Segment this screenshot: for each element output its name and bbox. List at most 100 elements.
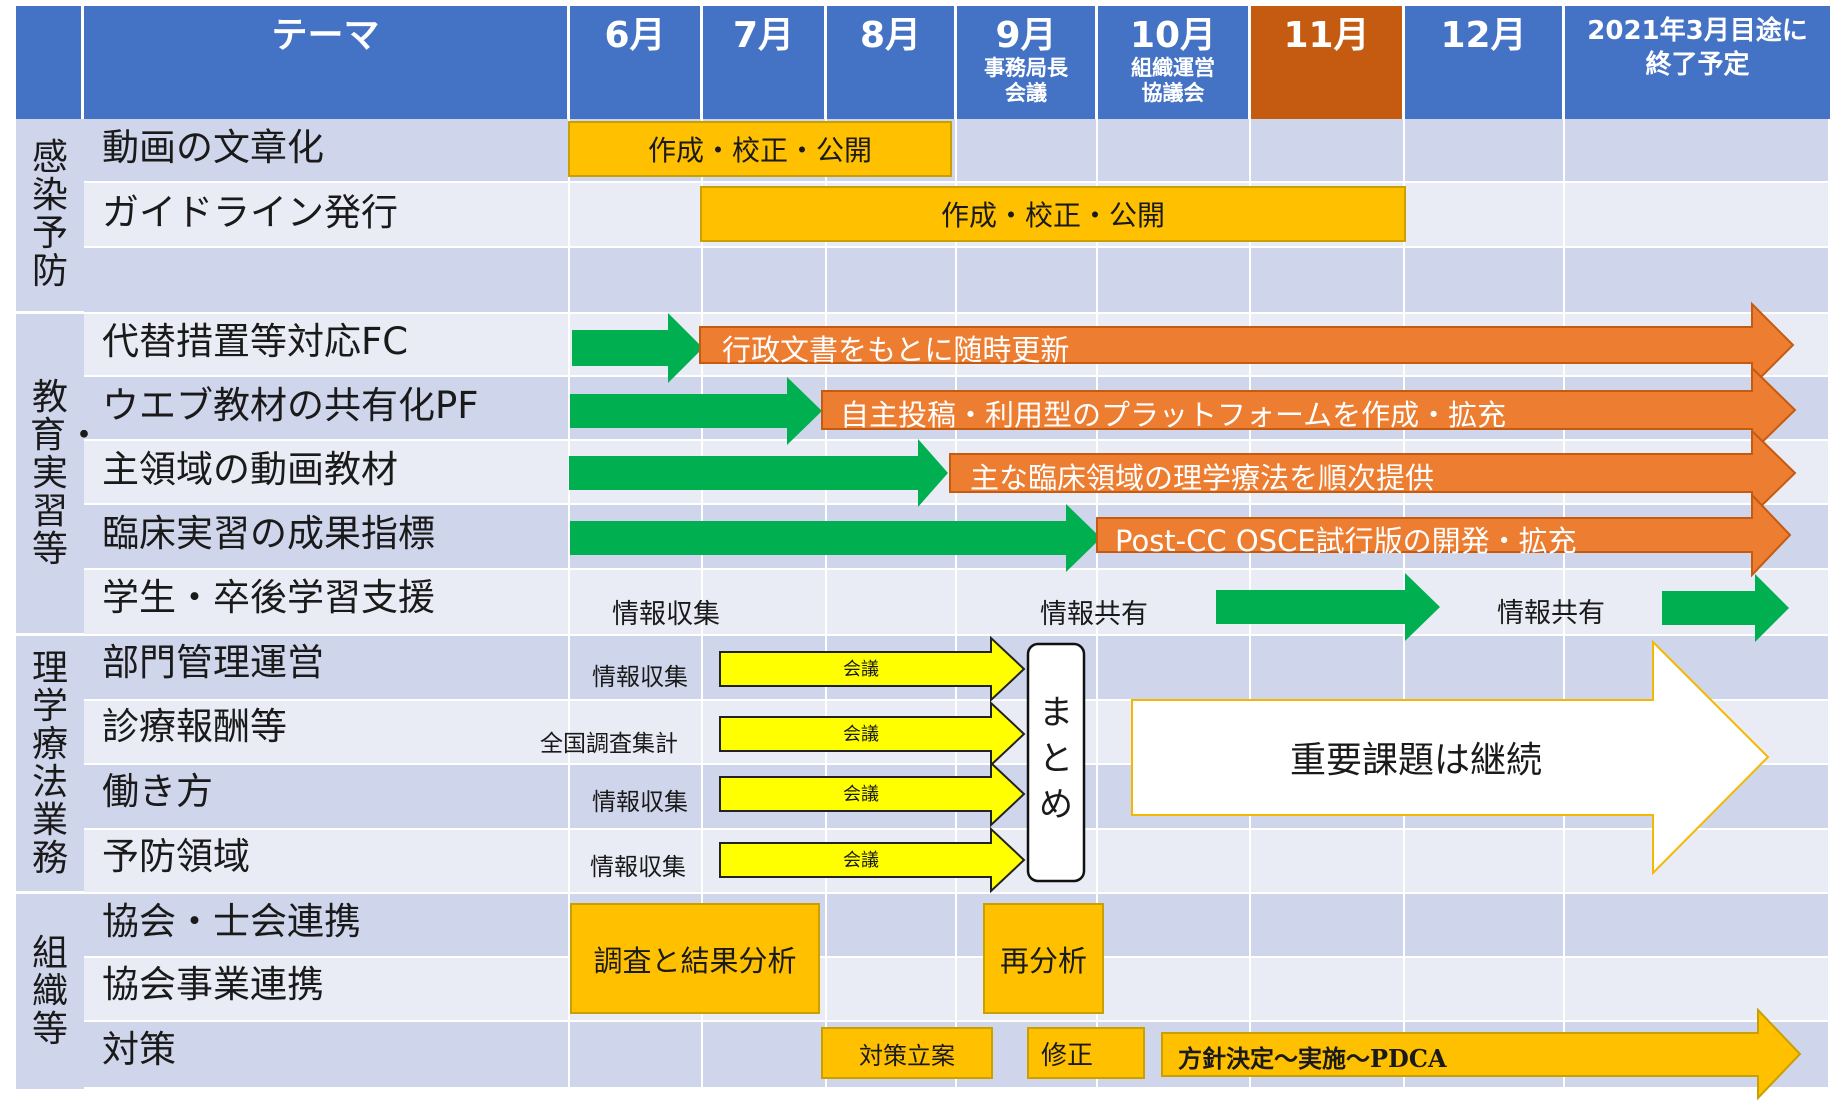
month-label: 12月 bbox=[1440, 15, 1527, 56]
bar-chosa: 調査と結果分析 bbox=[570, 903, 820, 1014]
grid-cell bbox=[1565, 830, 1830, 894]
grid-cell bbox=[1405, 830, 1565, 894]
orange-arrow-gyosei bbox=[699, 301, 1795, 389]
month-sub-label: 組織運営 協議会 bbox=[1131, 56, 1215, 105]
big-white-arrow bbox=[1131, 639, 1770, 876]
grid-cell bbox=[1251, 248, 1405, 314]
theme-label: 臨床実習の成果指標 bbox=[102, 512, 435, 555]
grid-cell bbox=[84, 314, 570, 377]
header-month-dec: 12月 bbox=[1405, 6, 1565, 119]
label-postcc: Post-CC OSCE試行版の開発・拡充 bbox=[1115, 524, 1577, 558]
category-label: 組織等 bbox=[31, 932, 68, 1050]
theme-label: 主領域の動画教材 bbox=[102, 448, 398, 491]
grid-cell bbox=[84, 1022, 570, 1089]
green-arrow-rinsho bbox=[570, 504, 1101, 572]
grid-cell bbox=[84, 894, 570, 958]
note-gakusei-share-2: 情報共有 bbox=[1497, 598, 1605, 629]
label-pdca: 方針決定～実施～PDCA bbox=[1178, 1044, 1447, 1073]
grid-cell bbox=[84, 830, 570, 894]
grid-cell bbox=[570, 830, 703, 894]
theme-label: 動画の文章化 bbox=[102, 126, 324, 169]
bar-douga: 作成・校正・公開 bbox=[568, 121, 952, 177]
category-label: 感染予防 bbox=[31, 137, 68, 292]
grid-cell bbox=[1098, 119, 1251, 183]
theme-label: 働き方 bbox=[102, 770, 213, 813]
grid-cell bbox=[827, 248, 957, 314]
grid-cell bbox=[570, 636, 703, 701]
header-theme-label: テーマ bbox=[271, 15, 380, 56]
grid-cell bbox=[570, 701, 703, 765]
grid-cell bbox=[84, 636, 570, 701]
grid-cell bbox=[570, 1022, 703, 1089]
theme-label: 協会・士会連携 bbox=[102, 900, 361, 943]
category-label: 教育・実習等 bbox=[30, 376, 103, 570]
bar-label: 修正 bbox=[1041, 1040, 1094, 1071]
grid-cell bbox=[84, 377, 570, 441]
grid-cell bbox=[957, 119, 1098, 183]
bar-shusei: 修正 bbox=[1027, 1027, 1145, 1079]
grid-cell bbox=[1565, 119, 1830, 183]
category-label: 理学療法業務 bbox=[31, 647, 68, 879]
grid-cell bbox=[570, 570, 703, 636]
grid-cell bbox=[570, 183, 703, 248]
grid-cell bbox=[570, 248, 703, 314]
label-juyo: 重要課題は継続 bbox=[1290, 740, 1543, 781]
header-corner bbox=[16, 6, 84, 119]
grid-cell bbox=[1565, 894, 1830, 958]
category-organization: 組織等 bbox=[16, 894, 84, 1089]
header-month-nov: 11月 bbox=[1251, 6, 1405, 119]
grid-cell bbox=[1098, 636, 1251, 701]
theme-label: 代替措置等対応FC bbox=[102, 320, 409, 363]
grid-cell bbox=[84, 248, 570, 314]
grid-cell bbox=[1565, 183, 1830, 248]
grid-cell bbox=[1565, 958, 1830, 1022]
month-label: 11月 bbox=[1283, 15, 1370, 56]
theme-label: 協会事業連携 bbox=[102, 963, 324, 1006]
theme-label: 部門管理運営 bbox=[102, 641, 324, 684]
meeting-label: 会議 bbox=[843, 659, 879, 680]
grid-cell bbox=[84, 701, 570, 765]
note-yobo-collect: 情報収集 bbox=[590, 853, 686, 881]
bar-label: 調査と結果分析 bbox=[593, 943, 797, 978]
label-gyosei: 行政文書をもとに随時更新 bbox=[722, 333, 1070, 367]
header-month-sep: 9月 事務局長 会議 bbox=[957, 6, 1098, 119]
header-month-end: 2021年3月目途に 終了予定 bbox=[1565, 6, 1830, 119]
green-arrow-gakusei-1 bbox=[1216, 573, 1440, 641]
grid-cell bbox=[1098, 894, 1251, 958]
header-month-jun: 6月 bbox=[570, 6, 703, 119]
note-gakusei-share-1: 情報共有 bbox=[1040, 599, 1148, 630]
bar-label: 対策立案 bbox=[859, 1041, 955, 1070]
meeting-label: 会議 bbox=[843, 724, 879, 745]
green-arrow-daitai bbox=[572, 313, 703, 383]
grid-cell bbox=[1405, 248, 1565, 314]
bar-taisaku: 対策立案 bbox=[821, 1027, 993, 1079]
grid-cell bbox=[703, 248, 827, 314]
note-gakusei-collect: 情報収集 bbox=[612, 599, 720, 630]
grid-cell bbox=[1098, 830, 1251, 894]
category-practice: 理学療法業務 bbox=[16, 636, 84, 894]
month-label: 7月 bbox=[732, 15, 795, 56]
grid-cell bbox=[957, 248, 1098, 314]
yellow-arrow-shinryo bbox=[719, 700, 1026, 768]
grid-cell bbox=[1565, 248, 1830, 314]
grid-cell bbox=[570, 765, 703, 830]
grid-cell bbox=[84, 119, 570, 183]
month-label: 10月 bbox=[1129, 15, 1217, 56]
month-label: 2021年3月目途に 終了予定 bbox=[1587, 16, 1808, 80]
note-bumon-collect: 情報収集 bbox=[592, 663, 688, 691]
bar-guideline: 作成・校正・公開 bbox=[700, 186, 1406, 242]
bar-label: 再分析 bbox=[999, 943, 1087, 978]
month-label: 8月 bbox=[859, 15, 922, 56]
grid-cell bbox=[84, 958, 570, 1022]
label-jishu: 自主投稿・利用型のプラットフォームを作成・拡充 bbox=[840, 398, 1507, 432]
theme-label: 診療報酬等 bbox=[102, 705, 287, 748]
yellow-arrow-yobo bbox=[719, 826, 1026, 894]
header-theme: テーマ bbox=[84, 6, 570, 119]
label-matome: まとめ bbox=[1039, 693, 1073, 825]
grid-cell bbox=[1251, 119, 1405, 183]
green-arrow-web bbox=[570, 377, 822, 445]
theme-label: ガイドライン発行 bbox=[102, 191, 398, 234]
grid-cell bbox=[1251, 636, 1405, 701]
month-label: 9月 bbox=[995, 15, 1057, 56]
